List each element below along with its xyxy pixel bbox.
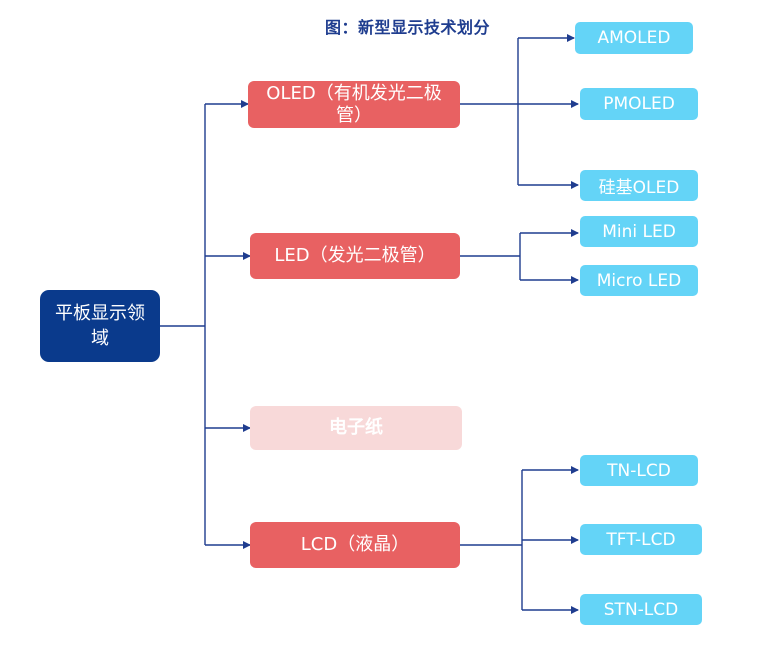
leaf-label-pmoled: PMOLED — [603, 94, 675, 114]
category-label-lcd: LCD（液晶） — [300, 534, 410, 555]
leaf-label-miniled: Mini LED — [602, 221, 676, 242]
leaf-node-si-oled: 硅基OLED — [580, 170, 698, 201]
leaf-label-tnlcd: TN-LCD — [607, 460, 671, 481]
category-label-epaper: 电子纸 — [329, 417, 383, 438]
leaf-label-stnlcd: STN-LCD — [603, 599, 679, 620]
leaf-node-pmoled: PMOLED — [580, 88, 698, 120]
leaf-label-amoled: AMOLED — [597, 28, 671, 48]
root-node-flat-panel-display: 平板显示领域 — [40, 290, 160, 362]
category-node-led: LED（发光二极管） — [250, 233, 460, 279]
category-label-led: LED（发光二极管） — [274, 245, 436, 266]
leaf-node-tftlcd: TFT-LCD — [580, 524, 702, 555]
leaf-label-microled: Micro LED — [596, 270, 682, 291]
leaf-label-si-oled: 硅基OLED — [598, 178, 680, 198]
leaf-node-stnlcd: STN-LCD — [580, 594, 702, 625]
category-label-oled: OLED（有机发光二极管） — [266, 82, 442, 126]
root-node-label: 平板显示领域 — [55, 303, 145, 349]
diagram-title: 图：新型显示技术划分 — [324, 18, 490, 37]
leaf-node-tnlcd: TN-LCD — [580, 455, 698, 486]
leaf-node-miniled: Mini LED — [580, 216, 698, 247]
leaf-node-microled: Micro LED — [580, 265, 698, 296]
category-node-oled: OLED（有机发光二极管） — [248, 81, 460, 128]
category-node-lcd: LCD（液晶） — [250, 522, 460, 568]
leaf-label-tftlcd: TFT-LCD — [606, 529, 676, 550]
leaf-node-amoled: AMOLED — [575, 22, 693, 54]
category-node-epaper: 电子纸 — [250, 406, 462, 450]
